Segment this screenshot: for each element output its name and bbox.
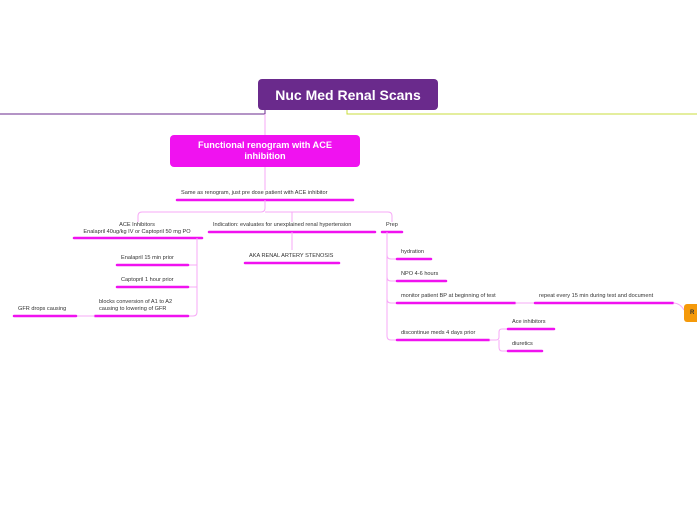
node-ace-inhibitors[interactable]: ACE Inhibitors Enalapril 40ug/kg IV or C… <box>74 222 200 236</box>
offscreen-topic[interactable]: R <box>684 304 697 322</box>
ace-children-line <box>188 238 198 317</box>
node-indication[interactable]: Indication: evaluates for unexplained re… <box>213 222 352 228</box>
discontinue-children-line <box>489 328 508 352</box>
root-right-line <box>346 110 697 115</box>
node-prep[interactable]: Prep <box>386 222 398 228</box>
node-repeat[interactable]: repeat every 15 min during test and docu… <box>539 293 654 299</box>
node-monitor[interactable]: monitor patient BP at beginning of test <box>401 293 496 299</box>
node-diuretics[interactable]: diuretics <box>512 341 533 347</box>
node-discontinue[interactable]: discontinue meds 4 days prior <box>401 330 476 336</box>
prep-children-line <box>386 232 397 341</box>
node-npo[interactable]: NPO 4-6 hours <box>401 271 439 277</box>
node-gfr-drops[interactable]: GFR drops causing <box>18 306 67 312</box>
node-enalapril[interactable]: Enalapril 15 min prior <box>121 255 174 261</box>
root-left-line <box>0 110 266 115</box>
root-topic[interactable]: Nuc Med Renal Scans <box>258 79 438 110</box>
node-ace-inh[interactable]: Ace inhibitors <box>512 319 546 325</box>
node-captopril[interactable]: Captopril 1 hour prior <box>121 277 174 283</box>
repeat-offscreen-line <box>672 302 685 311</box>
node-blocks[interactable]: blocks conversion of A1 to A2 causing to… <box>99 299 172 313</box>
blocks-line-1: blocks conversion of A1 to A2 <box>99 299 173 305</box>
sameas-fan <box>137 200 393 222</box>
blocks-line-2: causing to lowering of GFR <box>99 306 167 312</box>
node-aka[interactable]: AKA RENAL ARTERY STENOSIS <box>249 253 334 259</box>
node-hydration[interactable]: hydration <box>401 249 425 255</box>
ace-line-2: Enalapril 40ug/kg IV or Captopril 50 mg … <box>83 229 191 235</box>
ace-line-1: ACE Inhibitors <box>119 222 155 228</box>
node-same-as[interactable]: Same as renogram, just pre dose patient … <box>181 190 328 196</box>
main-topic[interactable]: Functional renogram with ACE inhibition <box>170 135 360 167</box>
